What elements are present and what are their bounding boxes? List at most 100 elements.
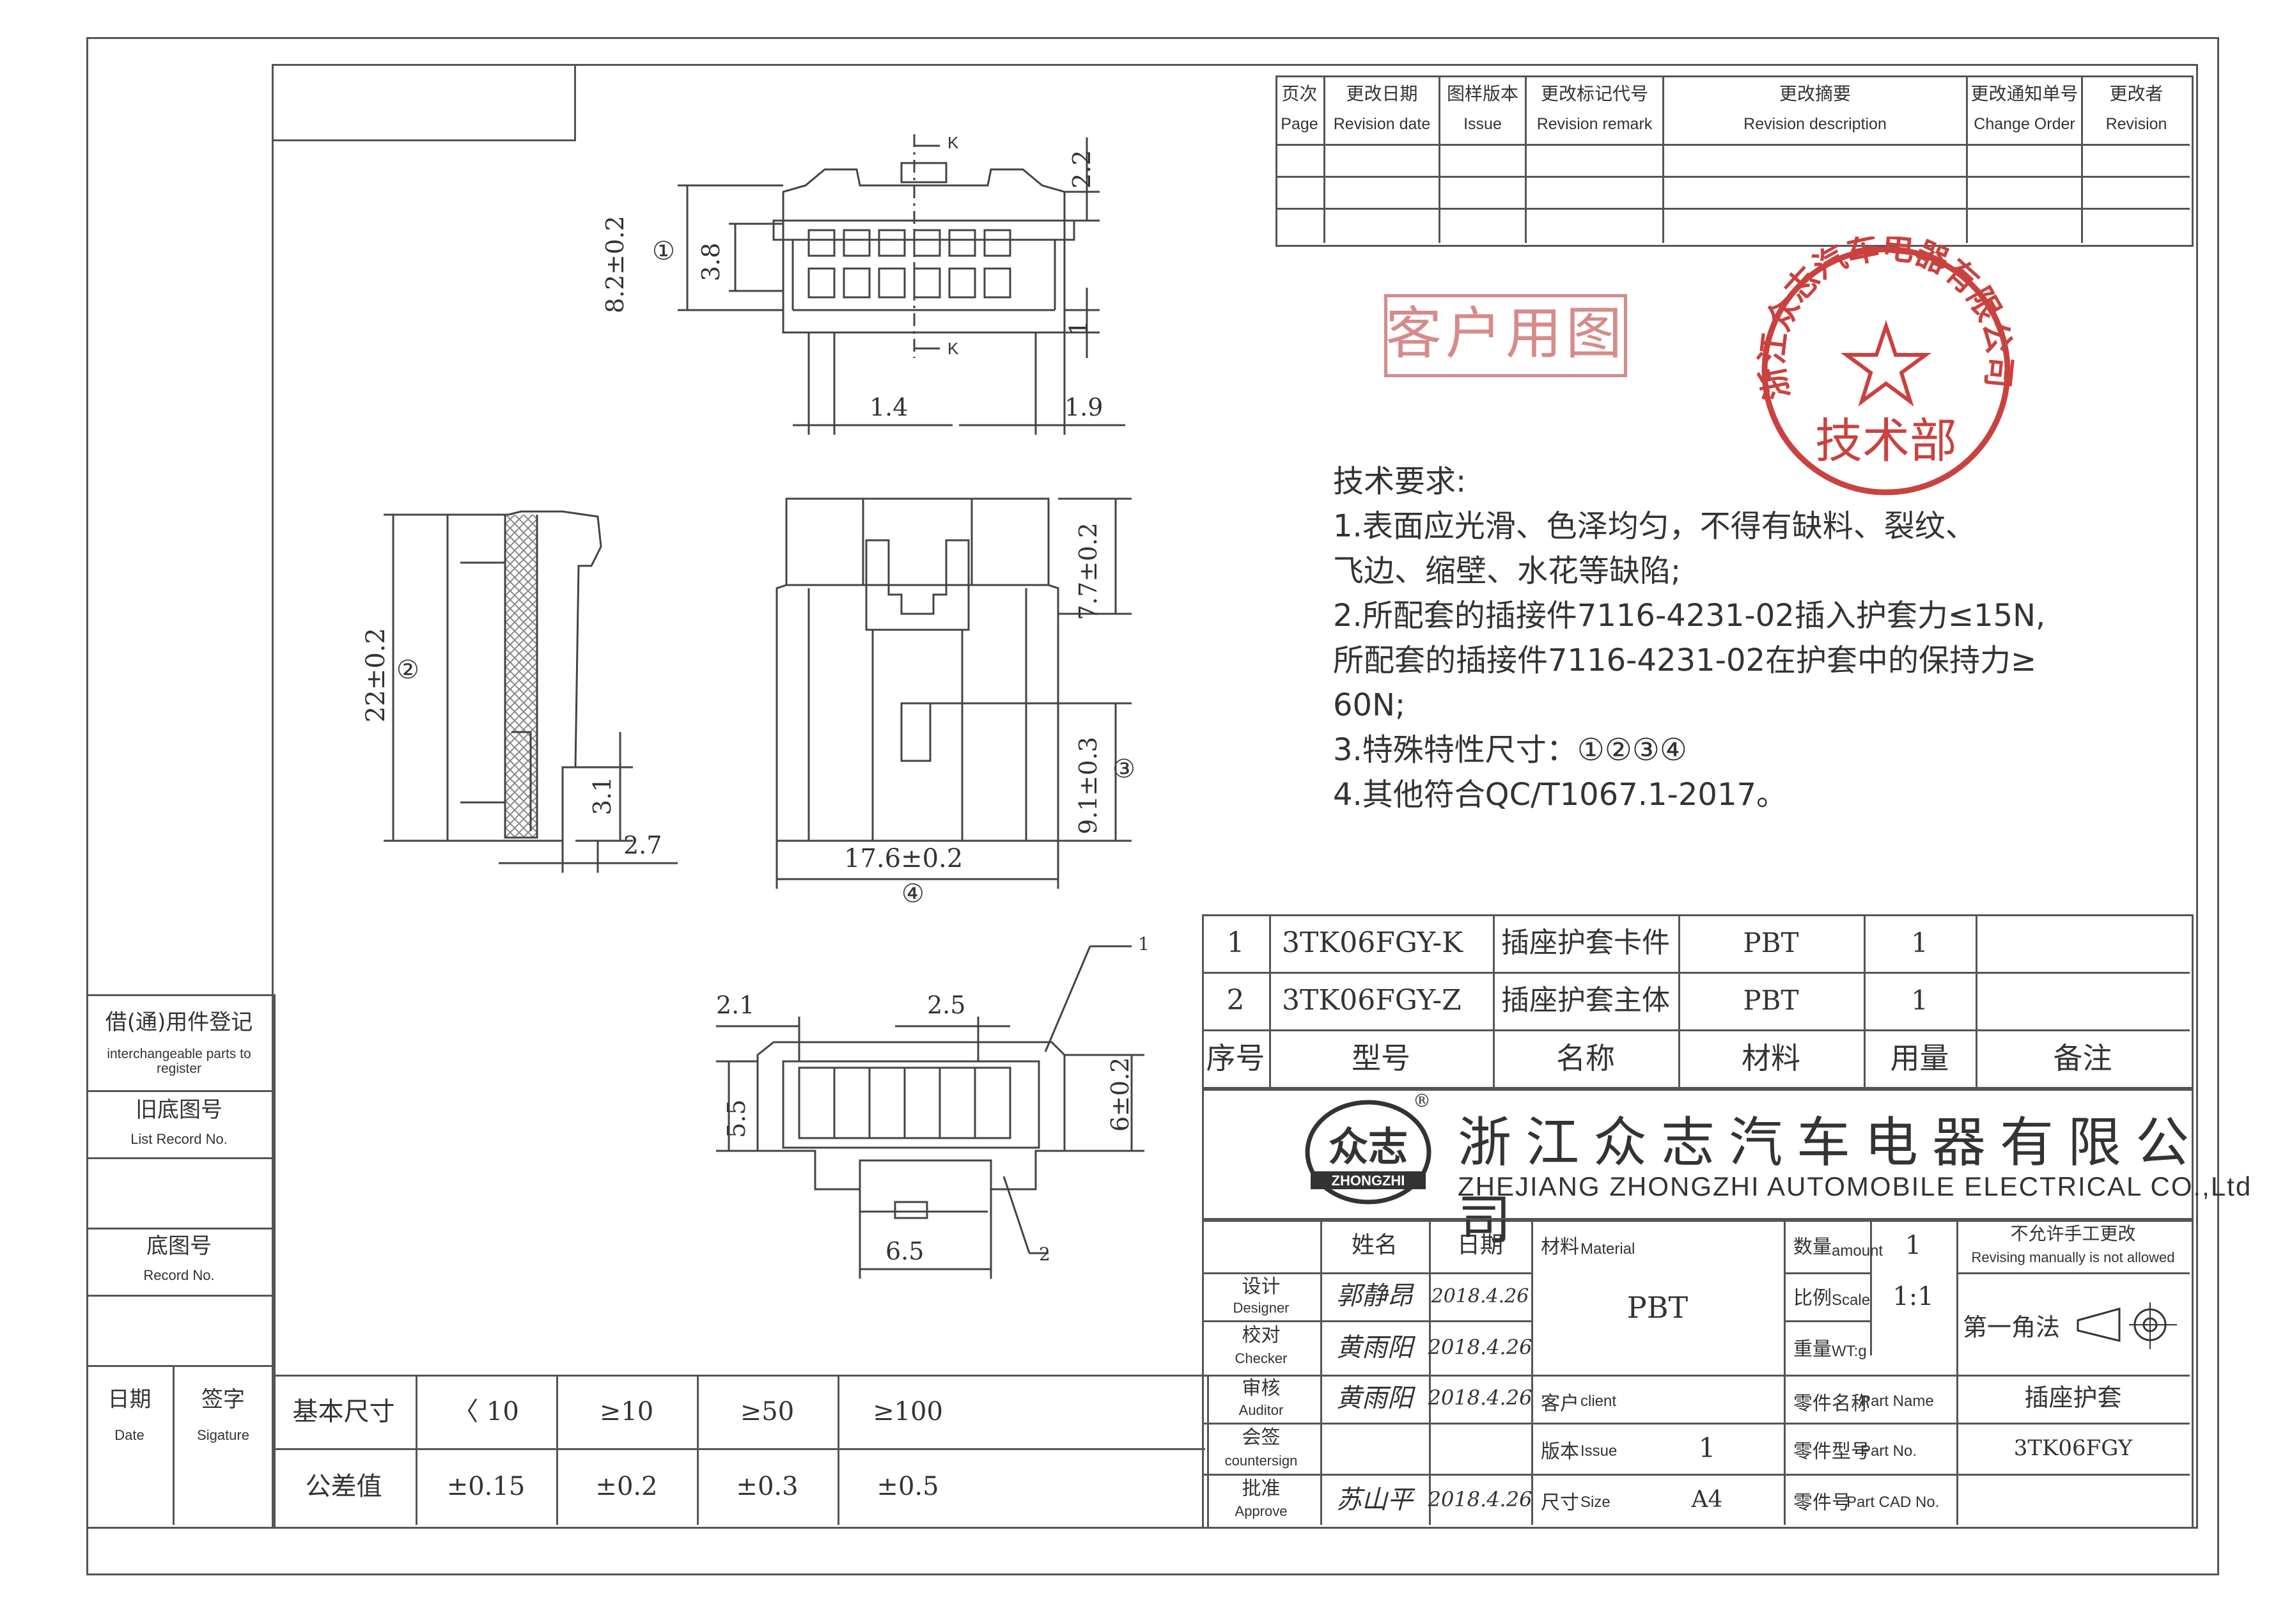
tb-checker-name: 黄雨阳 xyxy=(1336,1333,1413,1362)
bom-header-material: 材料 xyxy=(1742,1040,1800,1075)
seal-company-name: 浙江众志汽车电器有限公司 xyxy=(1753,237,2018,403)
signature-label-en: Sigature xyxy=(197,1426,249,1443)
old-record-label-cn: 旧底图号 xyxy=(136,1097,222,1123)
tb-part-name-label-cn: 零件名称 xyxy=(1793,1393,1870,1415)
tb-countersign-cn: 会签 xyxy=(1242,1426,1281,1449)
bom-row1-remark xyxy=(1976,914,2190,972)
tb-issue-value: 1 xyxy=(1698,1432,1716,1464)
tb-auditor-name: 黄雨阳 xyxy=(1336,1384,1413,1413)
tb-material-value: PBT xyxy=(1626,1290,1688,1325)
tech-req-line-4: 所配套的插接件7116-4231-02在护套中的保持力≥ xyxy=(1333,643,2037,678)
callout-1: 1 xyxy=(1138,933,1150,955)
dim-6: 6±0.2 xyxy=(1106,1057,1134,1132)
tb-auditor-en: Auditor xyxy=(1238,1401,1284,1418)
tb-scale-label-cn: 比例 xyxy=(1793,1287,1832,1309)
tb-countersign-en: countersign xyxy=(1224,1452,1298,1469)
tb-designer-date: 2018.4.26 xyxy=(1431,1284,1529,1308)
tb-amount-label-cn: 数量 xyxy=(1793,1236,1832,1258)
tb-size-value: A4 xyxy=(1691,1486,1723,1513)
bom-header-no: 序号 xyxy=(1206,1040,1265,1075)
company-logo: 众志 ZHONGZHI xyxy=(1304,1100,1432,1205)
dim-1-9: 1.9 xyxy=(1064,393,1103,421)
tb-col-name: 姓名 xyxy=(1351,1231,1398,1258)
tech-req-line-7: 4.其他符合QC/T1067.1-2017。 xyxy=(1333,777,1788,813)
tb-amount-label-en: amount xyxy=(1832,1242,1883,1260)
tb-part-no-value: 3TK06FGY xyxy=(2013,1435,2133,1461)
dim-2-5: 2.5 xyxy=(927,991,966,1019)
record-label-en: Record No. xyxy=(143,1267,215,1283)
tb-part-name-value: 插座护套 xyxy=(2024,1384,2122,1412)
rev-header-date-cn: 更改日期 xyxy=(1346,83,1418,105)
tech-req-line-1: 1.表面应光滑、色泽均匀，不得有缺料、裂纹、 xyxy=(1333,508,1976,544)
outer-border xyxy=(86,37,2219,1575)
bom-row2-model: 3TK06FGY-Z xyxy=(1282,983,1462,1017)
dim-1-4: 1.4 xyxy=(869,393,908,421)
tb-part-name-label-en: Part Name xyxy=(1860,1393,1934,1410)
dim-circ-3: ③ xyxy=(1112,754,1135,784)
tb-size-label-cn: 尺寸 xyxy=(1541,1492,1579,1514)
dim-1: 1 xyxy=(1064,320,1093,336)
bom-row1-no: 1 xyxy=(1226,926,1245,959)
tb-client-label-en: client xyxy=(1580,1393,1617,1410)
bom-row2-qty: 1 xyxy=(1911,984,1928,1016)
rev-header-page-en: Page xyxy=(1281,114,1318,133)
rev-header-issue-en: Issue xyxy=(1463,114,1502,133)
tb-weight-label-cn: 重量 xyxy=(1793,1338,1832,1361)
date-label-en: Date xyxy=(114,1426,144,1443)
dim-circ-4: ④ xyxy=(901,879,924,909)
tech-req-line-6: 3.特殊特性尺寸：①②③④ xyxy=(1333,732,1687,768)
dim-3-1: 3.1 xyxy=(588,776,616,815)
signature-label-cn: 签字 xyxy=(201,1387,245,1413)
tb-auditor-cn: 审核 xyxy=(1242,1377,1281,1400)
customer-drawing-stamp: 客户用图 xyxy=(1333,281,1694,384)
tolerance-row1-label: 基本尺寸 xyxy=(292,1396,395,1426)
tb-part-cad-value xyxy=(1956,1476,2190,1524)
tolerance-range-2: ≥10 xyxy=(599,1396,654,1426)
logo-en-text: ZHONGZHI xyxy=(1332,1173,1405,1189)
interchangeable-label-cn: 借(通)用件登记 xyxy=(105,1010,253,1036)
tolerance-row2-label: 公差值 xyxy=(305,1472,382,1501)
company-name-cn: 浙江众志汽车电器有限公司 xyxy=(1458,1111,2204,1251)
tolerance-value-3: ±0.3 xyxy=(736,1472,799,1501)
tb-checker-date: 2018.4.26 xyxy=(1428,1335,1532,1360)
top-left-box xyxy=(272,64,576,141)
customer-drawing-text: 客户用图 xyxy=(1385,301,1626,367)
tech-req-line-3: 2.所配套的插接件7116-4231-02插入护套力≤15N, xyxy=(1333,598,2046,634)
tb-approve-cn: 批准 xyxy=(1242,1477,1281,1500)
rev-header-date-en: Revision date xyxy=(1333,114,1431,133)
first-angle-projection-icon xyxy=(2071,1295,2180,1355)
bom-row1-material: PBT xyxy=(1743,926,1799,958)
company-seal: 浙江众志汽车电器有限公司 技术部 xyxy=(1752,237,2020,505)
seal-department: 技术部 xyxy=(1815,414,1957,469)
tb-approve-name: 苏山平 xyxy=(1336,1485,1413,1515)
dim-9-1: 9.1±0.3 xyxy=(1074,737,1102,834)
dim-17-6: 17.6±0.2 xyxy=(844,844,963,873)
dim-k-top: K xyxy=(947,133,959,152)
tb-part-cad-label-cn: 零件号 xyxy=(1793,1492,1851,1514)
tolerance-range-1: 〈 10 xyxy=(453,1396,519,1426)
bom-header-model: 型号 xyxy=(1352,1040,1410,1075)
tech-requirements: 技术要求: 1.表面应光滑、色泽均匀，不得有缺料、裂纹、 飞边、缩壁、水花等缺陷… xyxy=(1333,459,2045,817)
callout-2: 2 xyxy=(1039,1244,1050,1265)
dim-2-7: 2.7 xyxy=(623,831,662,859)
tb-material-label-en: Material xyxy=(1580,1240,1635,1258)
tb-issue-label-cn: 版本 xyxy=(1541,1441,1579,1463)
tb-designer-en: Designer xyxy=(1233,1299,1290,1316)
bom-row1-name: 插座护套卡件 xyxy=(1501,926,1670,959)
tolerance-value-2: ±0.2 xyxy=(595,1472,658,1501)
rev-header-order-en: Change Order xyxy=(1974,114,2075,133)
tb-material-label-cn: 材料 xyxy=(1541,1236,1579,1258)
bom-row2-no: 2 xyxy=(1226,983,1245,1017)
dim-7-7: 7.7±0.2 xyxy=(1074,522,1102,620)
tb-auditor-date: 2018.4.26 xyxy=(1428,1386,1532,1410)
tb-no-manual-cn: 不允许手工更改 xyxy=(2010,1222,2136,1244)
company-name-en: ZHEJIANG ZHONGZHI AUTOMOBILE ELECTRICAL … xyxy=(1458,1171,2252,1201)
bom-row2-name: 插座护套主体 xyxy=(1501,983,1670,1017)
tolerance-value-4: ±0.5 xyxy=(877,1472,939,1501)
registered-mark: ® xyxy=(1413,1090,1431,1111)
svg-text:浙江众志汽车电器有限公司: 浙江众志汽车电器有限公司 xyxy=(1753,237,2018,403)
dim-circ-1: ① xyxy=(652,237,675,266)
rev-header-order-cn: 更改通知单号 xyxy=(1970,83,2078,105)
rev-header-desc-cn: 更改摘要 xyxy=(1779,83,1851,105)
tb-checker-en: Checker xyxy=(1235,1350,1288,1366)
